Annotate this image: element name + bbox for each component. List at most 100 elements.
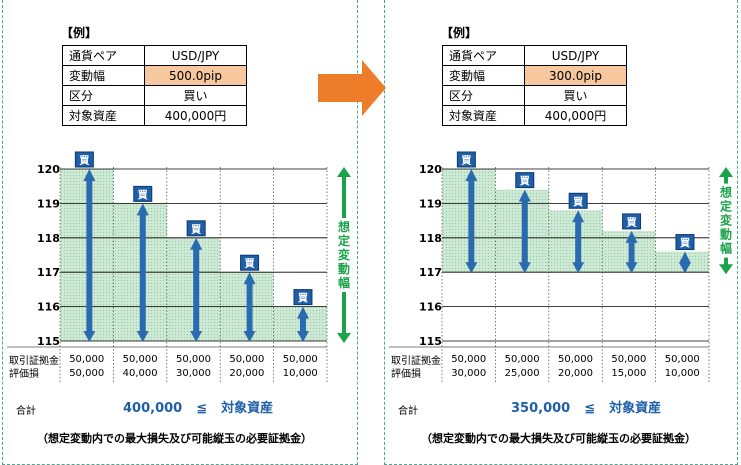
conditions-table: 通貨ペア USD/JPY 変動幅 300.0pip 区分 買い 対象資産 400… — [442, 45, 627, 126]
total-label: 合計 — [16, 406, 36, 417]
loss-value: 25,000 — [505, 368, 540, 379]
loss-value: 20,000 — [558, 368, 593, 379]
y-tick-label: 118 — [419, 232, 442, 245]
arrowhead-down — [678, 262, 691, 274]
y-tick-label: 119 — [37, 197, 60, 210]
range-label-bg — [336, 218, 352, 292]
arrowhead-down — [83, 331, 96, 342]
margin-value: 50,000 — [69, 354, 104, 365]
condition-key: 区分 — [442, 85, 525, 106]
arrowhead-down — [296, 331, 309, 342]
buy-marker-box — [568, 192, 588, 209]
arrowhead-up — [296, 306, 309, 319]
arrowhead-down — [465, 262, 478, 274]
y-tick-label: 119 — [419, 197, 442, 210]
range-arrowhead-up — [337, 167, 351, 177]
table-row: 変動幅 500.0pip — [62, 65, 247, 86]
buy-marker-label: 買 — [680, 238, 690, 250]
loss-value: 50,000 — [69, 368, 104, 379]
buy-marker-label: 買 — [191, 224, 201, 236]
leq-symbol: ≦ — [584, 401, 596, 416]
range-label-char: 変 — [720, 213, 733, 228]
condition-value: 400,000円 — [144, 105, 247, 126]
condition-key: 対象資産 — [442, 105, 525, 126]
arrowhead-down — [136, 331, 149, 342]
position-bar — [628, 236, 635, 267]
margin-value: 50,000 — [283, 354, 318, 365]
total-label: 合計 — [398, 406, 418, 417]
range-label-char: 定 — [338, 233, 350, 248]
loss-value: 30,000 — [451, 368, 486, 379]
position-bar — [299, 312, 306, 335]
buy-marker-label: 買 — [79, 155, 89, 167]
panel-left: 【例】 通貨ペア USD/JPY 変動幅 500.0pip 区分 買い 対象資産… — [2, 0, 358, 465]
footnote: （想定変動内での最大損失及び可能縦玉の必要証拠金） — [421, 432, 696, 445]
row-header-loss: 評価損 — [391, 369, 421, 380]
leq-symbol: ≦ — [196, 401, 208, 416]
loss-value: 20,000 — [229, 368, 264, 379]
loss-value: 30,000 — [176, 368, 211, 379]
arrowhead-up — [136, 203, 149, 216]
range-arrowhead-down — [337, 333, 351, 343]
arrowhead-down — [625, 262, 638, 274]
loss-value: 10,000 — [665, 368, 700, 379]
loss-value: 40,000 — [123, 368, 158, 379]
arrowhead-down — [190, 331, 203, 342]
range-label-char: 変 — [338, 247, 351, 262]
margin-value: 50,000 — [451, 354, 486, 365]
margin-value: 50,000 — [123, 354, 158, 365]
condition-value: 400,000円 — [524, 105, 627, 126]
row-header-loss: 評価損 — [9, 369, 39, 380]
y-tick-label: 117 — [419, 266, 442, 279]
panel-right: 【例】 通貨ペア USD/JPY 変動幅 300.0pip 区分 買い 対象資産… — [384, 0, 738, 465]
arrowhead-up — [83, 169, 96, 181]
position-bar — [246, 278, 253, 335]
arrowhead-up — [465, 169, 478, 181]
range-label-char: 想 — [337, 219, 350, 234]
range-label-bg — [718, 183, 734, 258]
buy-marker-label: 買 — [298, 293, 308, 305]
condition-key: 通貨ペア — [442, 45, 525, 66]
y-tick-label: 118 — [37, 232, 60, 245]
arrowhead-up — [572, 210, 585, 223]
range-label-char: 幅 — [338, 275, 350, 290]
table-row: 対象資産 400,000円 — [442, 105, 627, 126]
range-label-char: 動 — [338, 261, 350, 276]
target-label: 対象資産 — [609, 401, 662, 416]
buy-marker-label: 買 — [520, 176, 530, 188]
y-tick-label: 117 — [37, 266, 60, 279]
buy-marker-label: 買 — [573, 196, 583, 208]
arrowhead-up — [243, 272, 256, 285]
arrowhead-up — [678, 251, 691, 264]
total-value: 400,000 — [123, 401, 183, 416]
arrowhead-up — [625, 230, 638, 243]
y-tick-label: 115 — [419, 335, 442, 348]
chart-svg: 120119118117116115買50,00050,000買50,00040… — [7, 151, 352, 384]
total-value: 350,000 — [511, 401, 571, 416]
range-label-char: 幅 — [720, 241, 732, 256]
target-label: 対象資産 — [221, 401, 274, 416]
y-tick-label: 120 — [37, 163, 60, 176]
buy-marker-box — [74, 151, 94, 168]
condition-value: USD/JPY — [524, 45, 627, 66]
buy-marker-box — [515, 172, 535, 189]
arrowhead-up — [190, 237, 203, 250]
condition-key: 対象資産 — [62, 105, 145, 126]
conditions-table: 通貨ペア USD/JPY 変動幅 500.0pip 区分 買い 対象資産 400… — [62, 45, 247, 126]
table-row: 通貨ペア USD/JPY — [62, 45, 247, 66]
range-arrowhead-down — [719, 264, 733, 275]
loss-value: 10,000 — [283, 368, 318, 379]
y-tick-label: 116 — [37, 301, 60, 314]
position-bar — [193, 243, 200, 335]
row-header: 取引証拠金 評価損 — [9, 355, 59, 381]
arrowhead-down — [518, 262, 531, 274]
buy-marker-box — [133, 185, 153, 202]
table-row: 通貨ペア USD/JPY — [442, 45, 627, 66]
table-row: 区分 買い — [442, 85, 627, 106]
y-tick-label: 120 — [419, 163, 442, 176]
buy-marker-box — [293, 289, 313, 306]
buy-marker-box — [675, 234, 695, 251]
arrowhead-down — [572, 262, 585, 274]
total-line: 350,000 ≦ 対象資産 — [511, 397, 661, 416]
